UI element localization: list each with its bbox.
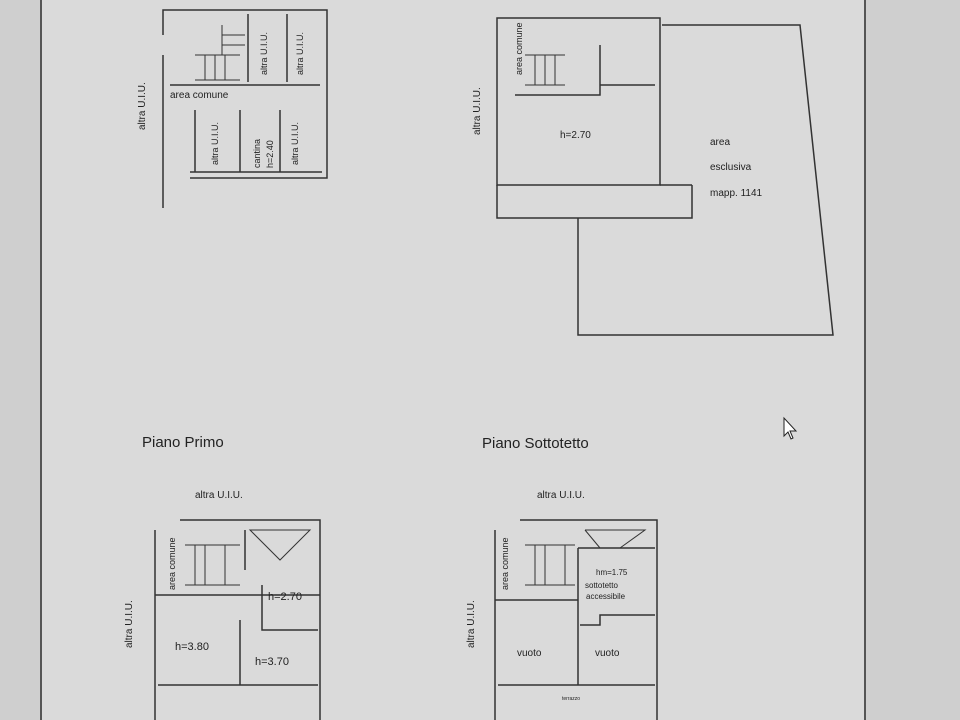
vuoto-label: vuoto	[517, 648, 542, 659]
terrace-label: terrazzo	[562, 696, 580, 702]
area-comune-label: area comune	[514, 22, 524, 75]
attic-label: sottotetto	[585, 581, 618, 590]
cantina-height: h=2.40	[265, 140, 275, 168]
mapp-label: mapp. 1141	[710, 188, 763, 199]
room-height: h=2.70	[268, 591, 302, 603]
cantina-label: cantina	[252, 139, 262, 168]
floor-plan-sheet	[40, 0, 866, 720]
area-comune-label: area comune	[500, 537, 510, 590]
area-comune-label: area comune	[167, 537, 177, 590]
altra-uiu-label: altra U.I.U.	[259, 32, 269, 75]
side-label: altra U.I.U.	[466, 600, 477, 648]
attic-plan: Piano Sottotetto altra U.I.U. altra U.I.…	[466, 435, 658, 720]
first-floor-plan: Piano Primo altra U.I.U. altra U.I.U. ar…	[124, 434, 321, 720]
side-label: altra U.I.U.	[472, 87, 483, 135]
top-label: altra U.I.U.	[537, 490, 585, 501]
area-esclusiva-label: area	[710, 137, 730, 148]
attic-height: hm=1.75	[596, 568, 628, 577]
attic-label: accessibile	[586, 592, 626, 601]
side-label: altra U.I.U.	[137, 82, 148, 130]
altra-uiu-label: altra U.I.U.	[295, 32, 305, 75]
room-height: h=3.70	[255, 656, 289, 668]
area-esclusiva-label: esclusiva	[710, 162, 752, 173]
top-label: altra U.I.U.	[195, 490, 243, 501]
area-comune-label: area comune	[170, 90, 229, 101]
vuoto-label: vuoto	[595, 648, 620, 659]
ground-plan: h=2.70 altra U.I.U. area comune area esc…	[472, 17, 834, 336]
room-height: h=3.80	[175, 641, 209, 653]
side-label: altra U.I.U.	[124, 600, 135, 648]
basement-plan: area comune altra U.I.U. altra U.I.U. al…	[137, 9, 328, 208]
room-height: h=2.70	[560, 130, 591, 141]
altra-uiu-label: altra U.I.U.	[290, 122, 300, 165]
plan-title: Piano Primo	[142, 434, 224, 451]
altra-uiu-label: altra U.I.U.	[210, 122, 220, 165]
plan-title: Piano Sottotetto	[482, 435, 589, 452]
arrow-cursor-icon	[783, 416, 798, 440]
